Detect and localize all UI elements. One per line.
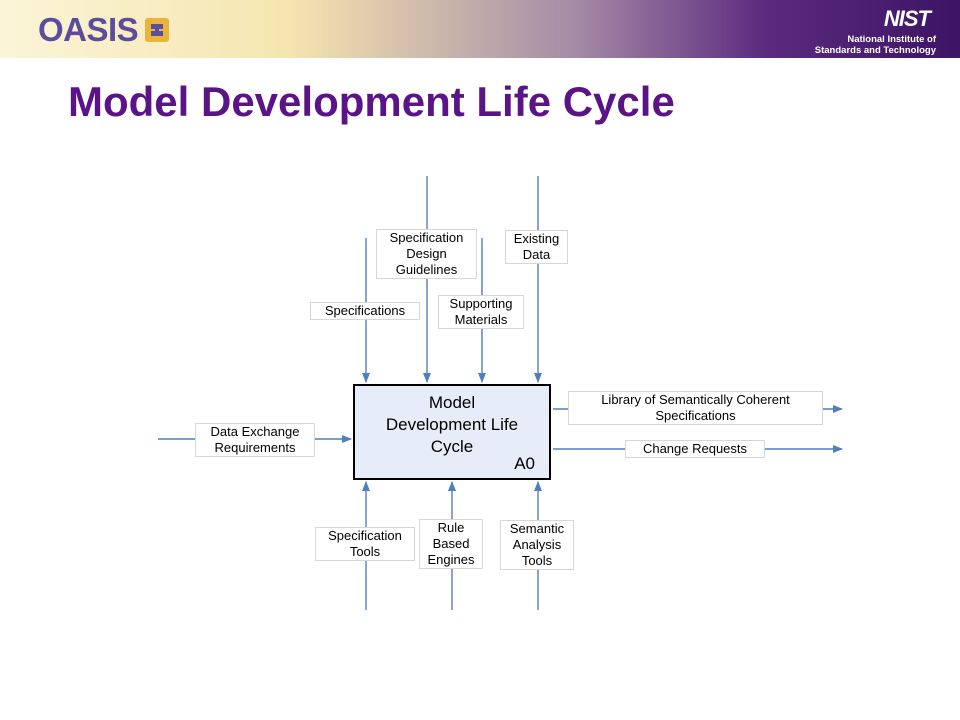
header-banner: OASIS NIST National Institute of Standar… [0, 0, 960, 58]
oasis-logo-text: OASIS [38, 11, 139, 48]
mechanism-label-spec-tools: Specification Tools [315, 527, 415, 561]
page-title: Model Development Life Cycle [68, 78, 675, 125]
activity-label: Model Development Life Cycle [385, 393, 519, 456]
input-label-data-exchange: Data Exchange Requirements [195, 423, 315, 457]
oasis-logo: OASIS [38, 11, 170, 48]
output-label-library: Library of Semantically Coherent Specifi… [568, 391, 823, 425]
oasis-mark-icon [145, 18, 170, 42]
control-label-supporting-materials: Supporting Materials [438, 295, 524, 329]
control-label-specifications: Specifications [310, 302, 420, 320]
nist-line-1: National Institute of [847, 34, 936, 45]
nist-line-2: Standards and Technology [814, 45, 936, 56]
activity-node-id: A0 [514, 454, 535, 473]
output-label-change-requests: Change Requests [625, 440, 765, 458]
control-label-design-guidelines: Specification Design Guidelines [376, 229, 477, 279]
nist-logo-text: NIST [883, 6, 931, 31]
mechanism-label-rule-engines: Rule Based Engines [419, 519, 483, 569]
nist-logo: NIST National Institute of Standards and… [796, 6, 936, 56]
activity-box: Model Development Life Cycle A0 [353, 384, 551, 480]
control-label-existing-data: Existing Data [505, 230, 568, 264]
mechanism-label-semantic-tools: Semantic Analysis Tools [500, 520, 574, 570]
nist-subtitle: National Institute of Standards and Tech… [815, 34, 936, 56]
